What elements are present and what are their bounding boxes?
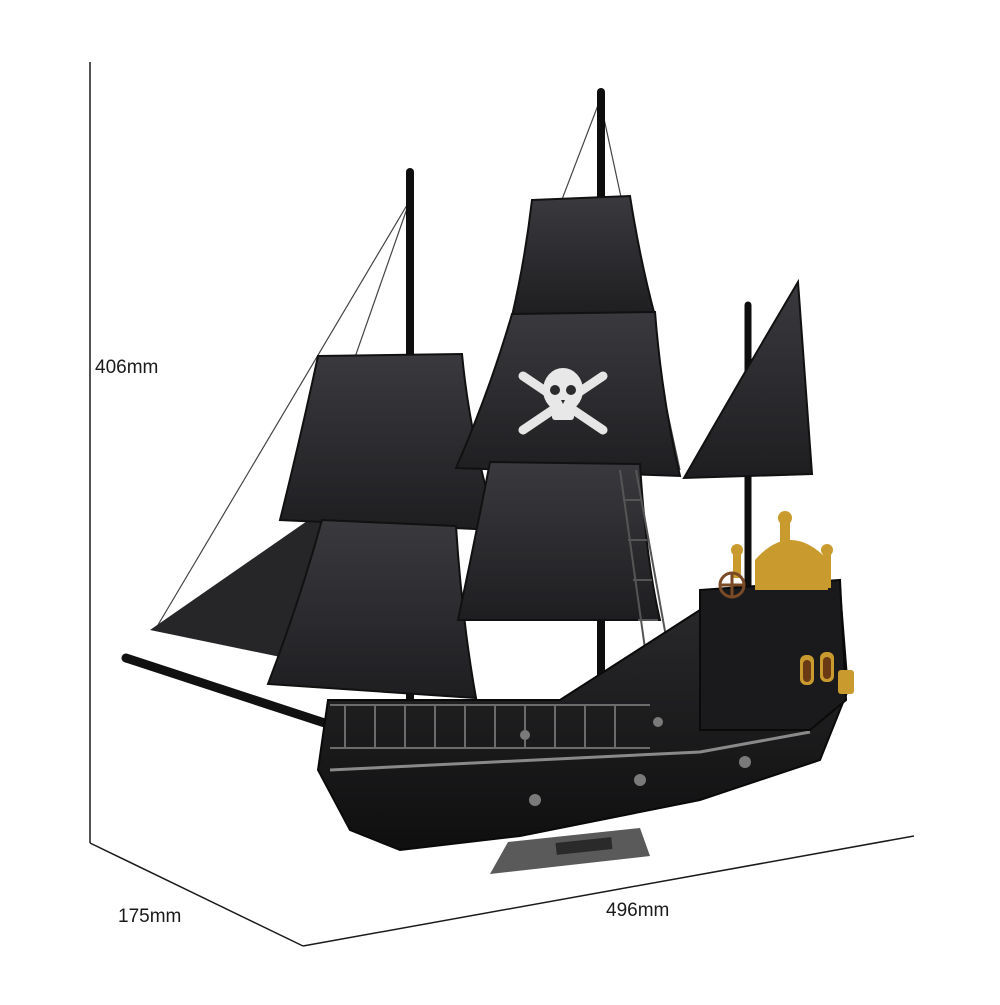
cannon-ports	[520, 717, 751, 806]
stern-windows	[800, 652, 834, 685]
skull-crossbones-icon	[518, 368, 608, 435]
ship-wheel-icon	[718, 571, 746, 599]
dimension-guides	[89, 62, 915, 947]
depth-dimension-label: 175mm	[118, 906, 182, 927]
stern-ornament	[731, 511, 854, 694]
fore-course-sail	[266, 518, 478, 700]
width-dimension-label: 496mm	[606, 900, 670, 921]
width-guide-line	[302, 835, 915, 947]
hull-stripe	[329, 730, 811, 772]
bowsprit	[121, 653, 345, 733]
main-topgallant-sail	[510, 194, 657, 317]
depth-guide-line	[89, 842, 304, 947]
display-stand	[490, 828, 650, 874]
fore-topsail	[278, 352, 500, 532]
mizzen-sail	[682, 278, 814, 480]
deck-railing	[330, 704, 650, 749]
height-dimension-label: 406mm	[95, 357, 159, 378]
